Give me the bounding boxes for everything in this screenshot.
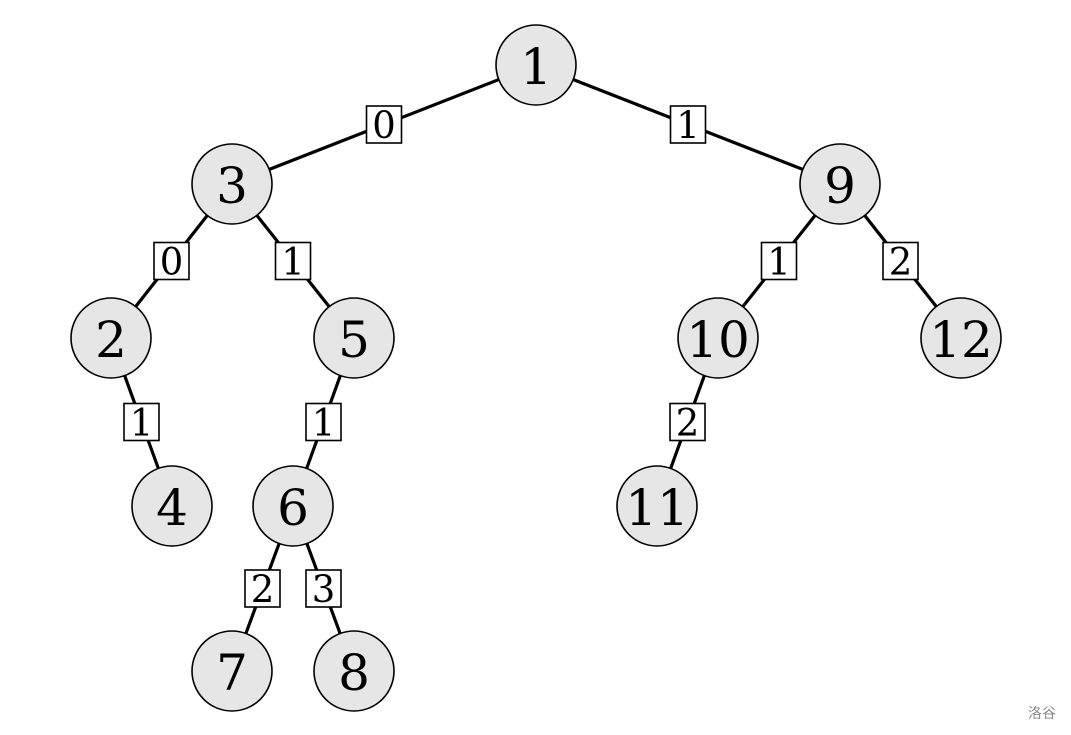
- node-10: 10: [677, 297, 759, 379]
- node-circle: [677, 297, 759, 379]
- node-12: 12: [920, 297, 1002, 379]
- edge-weight-6-8: 3: [305, 568, 342, 611]
- edge-weight-box: [669, 402, 706, 442]
- node-label: 9: [824, 157, 856, 215]
- node-label: 7: [216, 644, 248, 702]
- edge-weight-1-9: 1: [669, 104, 707, 147]
- node-circle: [70, 297, 152, 379]
- edge-weight-box: [244, 569, 281, 608]
- edge-weight-5-6: 1: [305, 402, 342, 445]
- edge-weight-label: 2: [889, 241, 913, 284]
- edge-weight-box: [669, 105, 707, 144]
- node-label: 3: [216, 157, 248, 215]
- edge-weight-10-11: 2: [669, 402, 706, 445]
- node-9: 9: [799, 143, 881, 225]
- node-label: 6: [277, 479, 309, 537]
- node-label: 10: [686, 311, 750, 369]
- node-circle: [920, 297, 1002, 379]
- node-1: 1: [495, 24, 577, 106]
- node-7: 7: [191, 630, 273, 712]
- edge-weight-box: [365, 105, 403, 144]
- edge-weight-9-12: 2: [882, 241, 919, 284]
- edge-weight-2-4: 1: [123, 402, 160, 445]
- node-label: 1: [520, 38, 552, 96]
- edge-weight-label: 1: [676, 104, 700, 147]
- node-11: 11: [616, 465, 698, 547]
- node-circle: [252, 465, 334, 547]
- edge-weight-3-5: 1: [274, 241, 312, 284]
- edge-weight-box: [305, 569, 342, 608]
- node-3: 3: [191, 143, 273, 225]
- watermark-logo-text: 洛谷: [1028, 706, 1056, 722]
- edge-weight-1-3: 0: [365, 104, 403, 147]
- node-circle: [495, 24, 577, 106]
- node-label: 8: [338, 644, 370, 702]
- node-circle: [799, 143, 881, 225]
- edge-weight-box: [153, 241, 190, 281]
- edge-weight-label: 0: [372, 104, 396, 147]
- node-8: 8: [313, 630, 395, 712]
- edge-weight-box: [123, 402, 160, 442]
- node-2: 2: [70, 297, 152, 379]
- node-circle: [191, 143, 273, 225]
- edge-weight-label: 2: [676, 402, 700, 445]
- edge-weight-label: 1: [767, 241, 791, 284]
- edge-weight-box: [882, 241, 919, 281]
- node-6: 6: [252, 465, 334, 547]
- edge-weight-label: 2: [251, 568, 275, 611]
- node-label: 5: [338, 311, 370, 369]
- edge-weight-label: 3: [312, 568, 336, 611]
- node-circle: [313, 297, 395, 379]
- node-label: 2: [95, 311, 127, 369]
- edge-weight-label: 0: [160, 241, 184, 284]
- edge-weight-label: 1: [312, 402, 336, 445]
- node-circle: [131, 465, 213, 547]
- node-4: 4: [131, 465, 213, 547]
- node-label: 11: [625, 479, 689, 537]
- edge-weight-box: [305, 402, 342, 442]
- edge-weight-3-2: 0: [153, 241, 190, 284]
- node-circle: [313, 630, 395, 712]
- node-5: 5: [313, 297, 395, 379]
- edge-weight-label: 1: [281, 241, 305, 284]
- edge-weight-9-10: 1: [760, 241, 798, 284]
- edge-weight-6-7: 2: [244, 568, 281, 611]
- node-label: 4: [156, 479, 188, 537]
- node-circle: [616, 465, 698, 547]
- edge-weight-box: [274, 241, 312, 281]
- edge-weight-box: [760, 241, 798, 281]
- node-label: 12: [929, 311, 993, 369]
- node-circle: [191, 630, 273, 712]
- edge-weight-label: 1: [130, 402, 154, 445]
